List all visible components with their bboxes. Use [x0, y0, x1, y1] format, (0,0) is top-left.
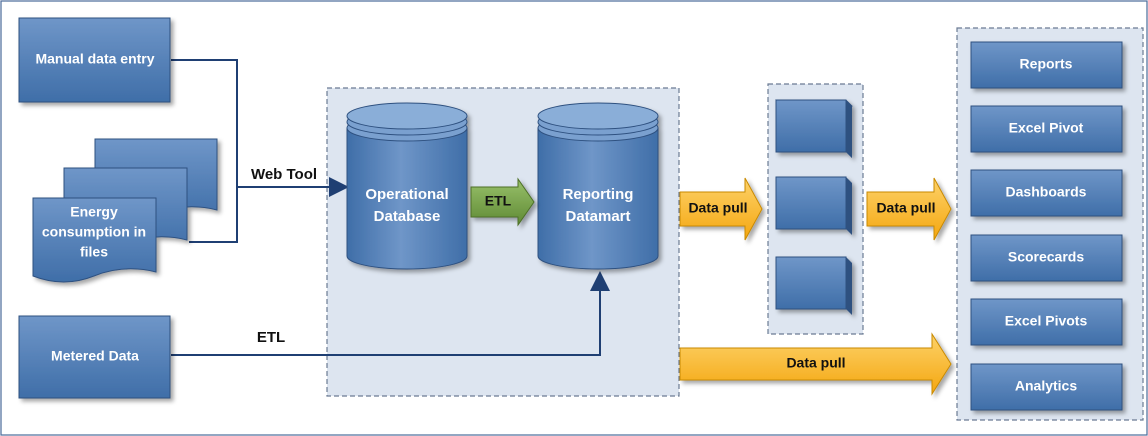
operational-database-label-line1: Operational [365, 186, 448, 203]
manual-data-entry-label: Manual data entry [35, 51, 154, 67]
output-analytics-label: Analytics [1015, 378, 1077, 394]
output-excel-pivots-label: Excel Pivots [1005, 313, 1088, 329]
operational-database-cylinder [346, 102, 468, 270]
output-box-scorecards [970, 234, 1123, 282]
metered-data-box [18, 315, 171, 399]
energy-files-document-stack [32, 138, 218, 283]
data-pull-arrow-1 [679, 177, 763, 241]
data-cube-2 [775, 176, 852, 235]
output-box-analytics [970, 363, 1123, 411]
reporting-datamart-cylinder [537, 102, 659, 270]
output-scorecards-label: Scorecards [1008, 249, 1084, 265]
energy-files-label-line2: consumption in [42, 224, 146, 240]
output-box-dashboards [970, 169, 1123, 217]
reporting-datamart-label-line1: Reporting [563, 186, 634, 203]
data-pull-arrow-2 [866, 177, 952, 241]
data-pull-arrow-bottom [679, 332, 952, 396]
metered-data-label: Metered Data [51, 348, 139, 364]
data-pull-arrow-1-label: Data pull [688, 200, 747, 216]
manual-connector-line [171, 59, 238, 243]
data-pull-arrow-2-label: Data pull [876, 200, 935, 216]
energy-files-label-line1: Energy [70, 204, 118, 220]
reporting-datamart-label-line2: Datamart [565, 208, 630, 225]
output-dashboards-label: Dashboards [1006, 184, 1087, 200]
etl-green-arrow [470, 177, 535, 227]
data-cube-3 [775, 256, 852, 315]
output-box-reports [970, 41, 1123, 89]
operational-database-label-line2: Database [374, 208, 441, 225]
output-reports-label: Reports [1020, 56, 1073, 72]
metered-etl-arrow [171, 271, 610, 356]
web-tool-label: Web Tool [251, 166, 317, 183]
output-box-excel-pivot [970, 105, 1123, 153]
energy-files-label-line3: files [80, 244, 108, 260]
manual-data-entry-box [18, 17, 171, 103]
data-pull-arrow-bottom-label: Data pull [786, 355, 845, 371]
output-excel-pivot-label: Excel Pivot [1009, 120, 1084, 136]
output-box-excel-pivots [970, 298, 1123, 346]
etl-metered-label: ETL [257, 329, 285, 346]
data-cube-1 [775, 99, 853, 158]
outputs-panel [956, 27, 1144, 421]
etl-green-arrow-label: ETL [485, 193, 512, 209]
